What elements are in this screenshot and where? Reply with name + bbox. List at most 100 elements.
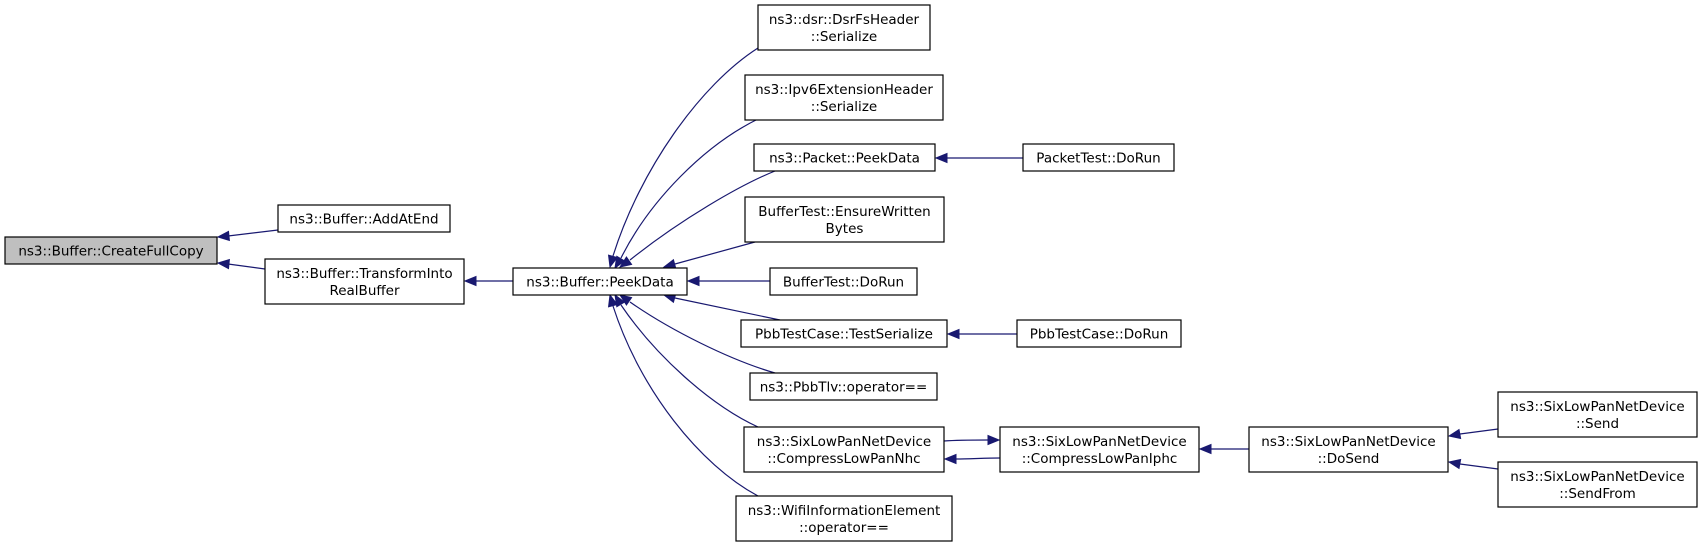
edge-line [629, 301, 776, 374]
node-label-line: ::SendFrom [1559, 486, 1636, 502]
node-sixlowpan-sendfrom[interactable]: ns3::SixLowPanNetDevice::SendFrom [1497, 461, 1698, 508]
edge-packet-peekdata-to-peekdata [618, 170, 776, 268]
node-packettest-dorun[interactable]: PacketTest::DoRun [1022, 143, 1175, 172]
arrowhead-icon [987, 434, 1001, 446]
edge-ipv6extensionheader-serialize-to-peekdata [614, 118, 759, 270]
node-box [4, 236, 218, 265]
node-label-line: BufferTest::EnsureWritten [758, 204, 930, 220]
edges-layer [216, 47, 1499, 497]
edge-line [943, 439, 989, 442]
node-dsrfsheader-serialize[interactable]: ns3::dsr::DsrFsHeader::Serialize [757, 4, 931, 51]
node-box [1248, 426, 1449, 473]
edge-line [227, 263, 266, 270]
node-wifiinformationelement-operator-eq[interactable]: ns3::WifiInformationElement::operator== [735, 495, 953, 542]
edge-line [674, 297, 781, 321]
node-label-line: ::Serialize [811, 99, 877, 115]
node-box [757, 4, 931, 51]
node-label-line: ns3::dsr::DsrFsHeader [769, 12, 920, 28]
arrowhead-icon [946, 328, 960, 340]
node-pbbtestcase-dorun[interactable]: PbbTestCase::DoRun [1016, 319, 1182, 348]
edge-compresslowpannhc-to-compresslowpaniphc [943, 434, 1001, 446]
edge-sixlowpan-dosend-to-compresslowpaniphc [1198, 443, 1249, 455]
node-box [744, 74, 944, 121]
edge-line [1459, 463, 1499, 470]
node-label-line: ::operator== [799, 520, 889, 536]
node-label-line: ns3::SixLowPanNetDevice [757, 434, 931, 450]
arrowhead-icon [618, 294, 633, 306]
node-label-line: ns3::Buffer::PeekData [526, 275, 673, 291]
arrowhead-icon [1198, 443, 1212, 455]
edge-line [955, 457, 1001, 460]
node-label-line: Bytes [826, 221, 864, 237]
arrowhead-icon [607, 254, 619, 269]
node-label-line: PacketTest::DoRun [1036, 151, 1160, 167]
node-peekdata[interactable]: ns3::Buffer::PeekData [512, 267, 688, 296]
arrowhead-icon [1447, 428, 1462, 440]
nodes-layer: ns3::Buffer::CreateFullCopyns3::Buffer::… [4, 4, 1698, 542]
node-box [740, 319, 948, 348]
node-sixlowpan-dosend[interactable]: ns3::SixLowPanNetDevice::DoSend [1248, 426, 1449, 473]
node-box [1497, 391, 1698, 438]
node-label-line: ns3::PbbTlv::operator== [760, 380, 928, 396]
node-addatend[interactable]: ns3::Buffer::AddAtEnd [277, 204, 451, 233]
edge-line [612, 305, 759, 497]
node-label-line: ns3::Buffer::TransformInto [276, 266, 452, 282]
node-compresslowpaniphc[interactable]: ns3::SixLowPanNetDevice::CompressLowPanI… [999, 426, 1200, 473]
edge-line [227, 229, 279, 237]
edge-peekdata-to-transformintorealbuffer [463, 275, 513, 287]
node-label-line: ::Serialize [811, 29, 877, 45]
node-pbbtlv-operator-eq[interactable]: ns3::PbbTlv::operator== [749, 372, 938, 401]
node-label-line: ns3::Ipv6ExtensionHeader [755, 82, 933, 98]
node-box [735, 495, 953, 542]
edge-line [629, 170, 776, 261]
node-box [264, 258, 465, 305]
edge-line [620, 304, 759, 428]
edge-line [612, 47, 759, 257]
edge-pbbtestcase-testserialize-to-peekdata [662, 292, 781, 321]
node-compresslowpannhc[interactable]: ns3::SixLowPanNetDevice::CompressLowPanN… [743, 426, 945, 473]
node-pbbtestcase-testserialize[interactable]: PbbTestCase::TestSerialize [740, 319, 948, 348]
node-label-line: RealBuffer [329, 283, 400, 299]
node-label-line: ns3::SixLowPanNetDevice [1012, 434, 1186, 450]
edge-buffertest-dorun-to-peekdata [686, 275, 770, 287]
arrowhead-icon [216, 258, 230, 270]
edge-sixlowpan-sendfrom-to-sixlowpan-dosend [1447, 458, 1499, 470]
edge-buffertest-ensurewrittenbytes-to-peekdata [662, 241, 756, 270]
node-box [999, 426, 1200, 473]
edge-compresslowpannhc-to-peekdata [614, 293, 759, 428]
edge-addatend-to-createfullcopy [216, 229, 279, 242]
edge-line [674, 241, 756, 265]
node-label-line: ::DoSend [1318, 451, 1380, 467]
edge-pbbtestcase-dorun-to-pbbtestcase-testserialize [946, 328, 1017, 340]
node-label-line: ns3::SixLowPanNetDevice [1510, 469, 1684, 485]
node-box [512, 267, 688, 296]
node-label-line: ns3::SixLowPanNetDevice [1261, 434, 1435, 450]
node-box [753, 143, 936, 172]
node-packet-peekdata[interactable]: ns3::Packet::PeekData [753, 143, 936, 172]
arrowhead-icon [618, 256, 633, 268]
arrowhead-icon [662, 258, 677, 270]
node-buffertest-dorun[interactable]: BufferTest::DoRun [769, 267, 918, 296]
arrowhead-icon [1447, 458, 1462, 470]
node-label-line: ns3::Buffer::AddAtEnd [289, 212, 438, 228]
node-label-line: ns3::WifiInformationElement [748, 503, 941, 519]
arrowhead-icon [463, 275, 477, 287]
edge-packettest-dorun-to-packet-peekdata [934, 152, 1023, 164]
node-box [743, 426, 945, 473]
node-box [277, 204, 451, 233]
node-ipv6extensionheader-serialize[interactable]: ns3::Ipv6ExtensionHeader::Serialize [744, 74, 944, 121]
arrowhead-icon [614, 255, 626, 270]
arrowhead-icon [216, 230, 230, 242]
edge-wifiinformationelement-operator-eq-to-peekdata [607, 293, 759, 497]
arrowhead-icon [943, 453, 957, 465]
node-label-line: ns3::Packet::PeekData [769, 151, 920, 167]
node-box [1497, 461, 1698, 508]
node-label-line: PbbTestCase::TestSerialize [755, 327, 933, 343]
edge-pbbtlv-operator-eq-to-peekdata [618, 294, 776, 374]
node-label-line: PbbTestCase::DoRun [1030, 327, 1169, 343]
node-sixlowpan-send[interactable]: ns3::SixLowPanNetDevice::Send [1497, 391, 1698, 438]
edge-line [620, 118, 759, 259]
